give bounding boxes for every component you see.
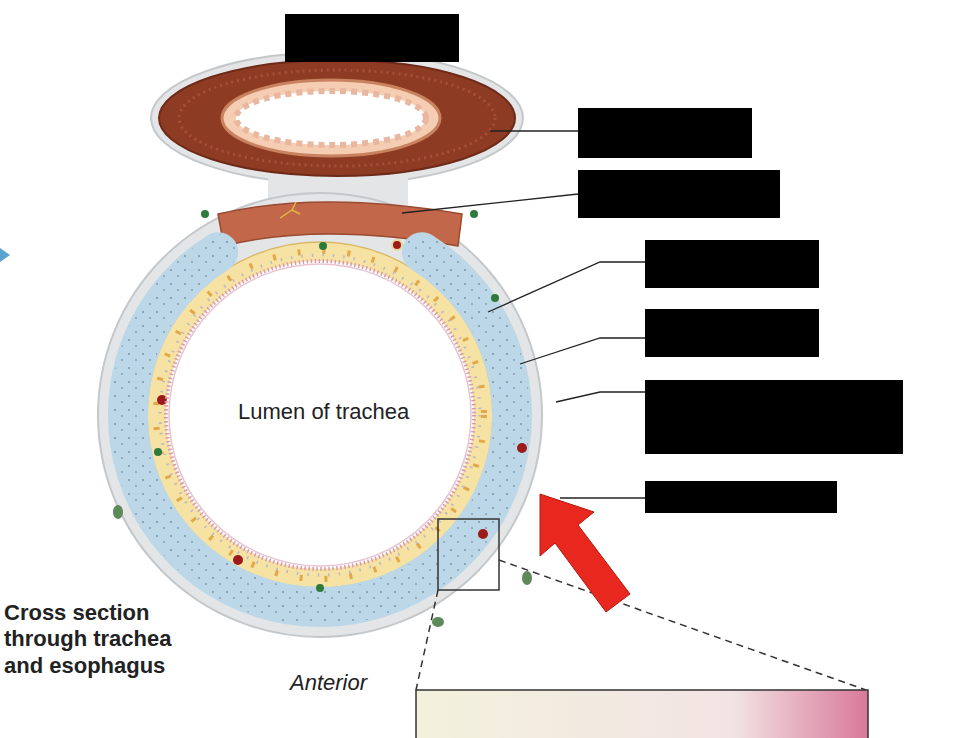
submucosa [147,242,493,588]
lumen-label: Lumen of trachea [238,399,478,425]
cartilage-texture [128,252,512,607]
esophagus-muscle [159,60,515,176]
pointer-arrow [0,248,10,262]
muscle-texture [179,70,495,166]
magnifier-box [438,519,499,590]
redacted-label [285,14,903,513]
seromucous-glands [156,251,484,579]
esophagus-mucosa [222,80,440,156]
trachea-adventitia [98,193,542,637]
highlight-arrow [540,494,630,612]
blood-vessels [113,210,532,627]
nerve [280,202,300,218]
figure-caption: Cross section through trachea and esopha… [4,600,209,679]
magnifier-line [416,590,438,690]
esophagus-lumen [236,91,426,145]
submucosa-cells [160,255,480,575]
hyaline-cartilage [128,252,512,607]
magnifier-line [499,560,866,690]
orientation-label: Anterior [290,670,410,696]
micrograph [416,690,868,738]
esophagus-adventitia [151,52,523,184]
